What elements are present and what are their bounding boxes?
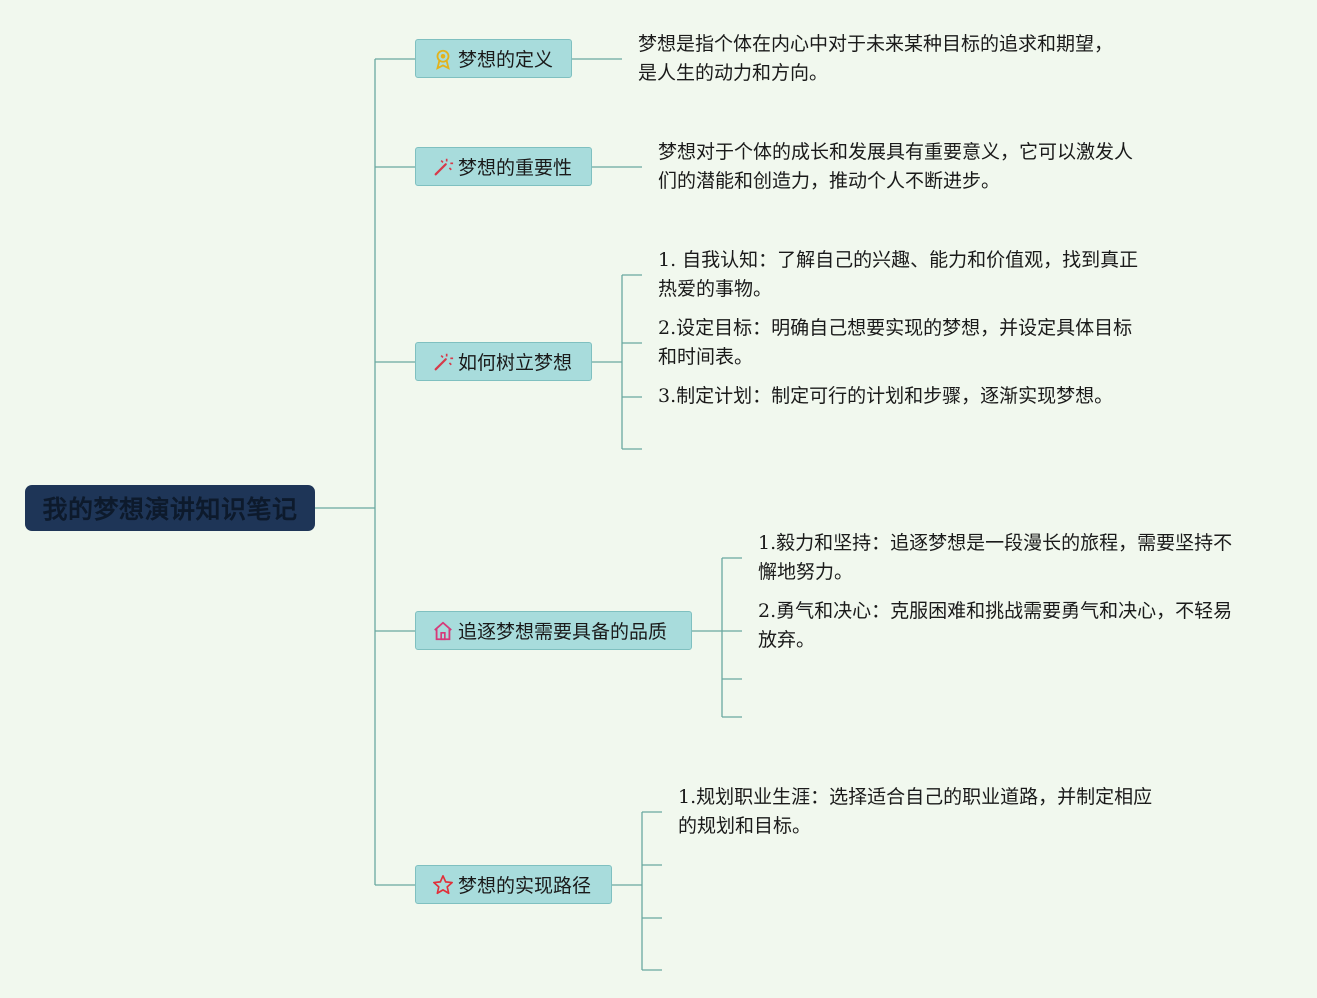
ribbon-award-icon xyxy=(432,48,454,70)
topic-label: 追逐梦想需要具备的品质 xyxy=(458,621,668,643)
note-career-planning: 1.规划职业生涯：选择适合自己的职业道路，并制定相应 的规划和目标。 xyxy=(678,786,1153,837)
root-title: 我的梦想演讲知识笔记 xyxy=(42,495,298,524)
magic-wand-icon xyxy=(432,156,454,178)
topic-label: 梦想的定义 xyxy=(458,49,554,71)
topic-label: 如何树立梦想 xyxy=(458,352,573,374)
note-perseverance: 1.毅力和坚持：追逐梦想是一段漫长的旅程，需要坚持不 懈地努力。 xyxy=(758,532,1233,583)
note-courage: 2.勇气和决心：克服困难和挑战需要勇气和决心，不轻易 放弃。 xyxy=(758,600,1233,651)
star-icon xyxy=(432,874,454,896)
topic-qualities[interactable]: 追逐梦想需要具备的品质 xyxy=(415,611,692,650)
topic-definition[interactable]: 梦想的定义 xyxy=(415,39,572,78)
note-set-goals: 2.设定目标：明确自己想要实现的梦想，并设定具体目标 和时间表。 xyxy=(658,317,1133,368)
magic-wand-icon xyxy=(432,351,454,373)
note-make-plan: 3.制定计划：制定可行的计划和步骤，逐渐实现梦想。 xyxy=(658,385,1114,407)
topic-label: 梦想的实现路径 xyxy=(458,875,592,897)
note-definition: 梦想是指个体在内心中对于未来某种目标的追求和期望， 是人生的动力和方向。 xyxy=(638,33,1114,84)
topic-how-to-set[interactable]: 如何树立梦想 xyxy=(415,342,592,381)
topic-label: 梦想的重要性 xyxy=(458,157,573,179)
note-self-awareness: 1. 自我认知：了解自己的兴趣、能力和价值观，找到真正 热爱的事物。 xyxy=(658,249,1139,300)
root-node[interactable]: 我的梦想演讲知识笔记 xyxy=(25,485,315,531)
topic-importance[interactable]: 梦想的重要性 xyxy=(415,147,592,186)
note-importance: 梦想对于个体的成长和发展具有重要意义，它可以激发人 们的潜能和创造力，推动个人不… xyxy=(658,141,1134,192)
home-icon xyxy=(432,620,454,642)
topic-realization-path[interactable]: 梦想的实现路径 xyxy=(415,865,612,904)
